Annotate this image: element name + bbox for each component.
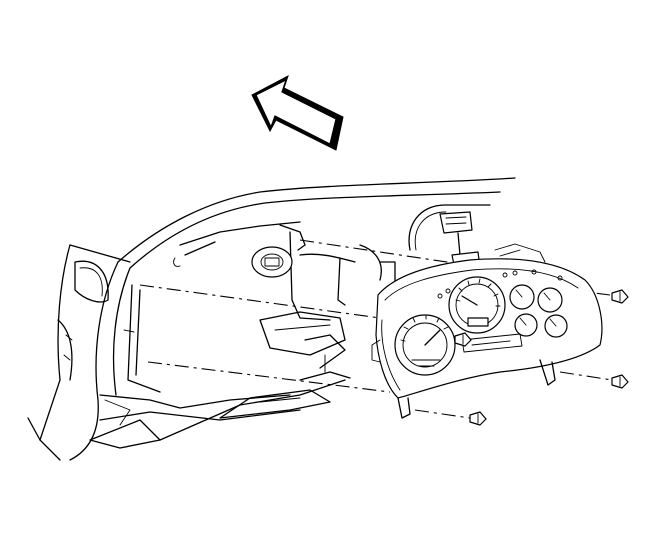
direction-arrow — [251, 74, 344, 151]
instrument-panel-carrier — [27, 177, 516, 461]
instrument-cluster — [371, 243, 603, 419]
cluster-screw — [469, 411, 487, 426]
cluster-screw — [454, 332, 472, 347]
cluster-screw — [611, 374, 629, 389]
cluster-screw — [611, 289, 629, 304]
